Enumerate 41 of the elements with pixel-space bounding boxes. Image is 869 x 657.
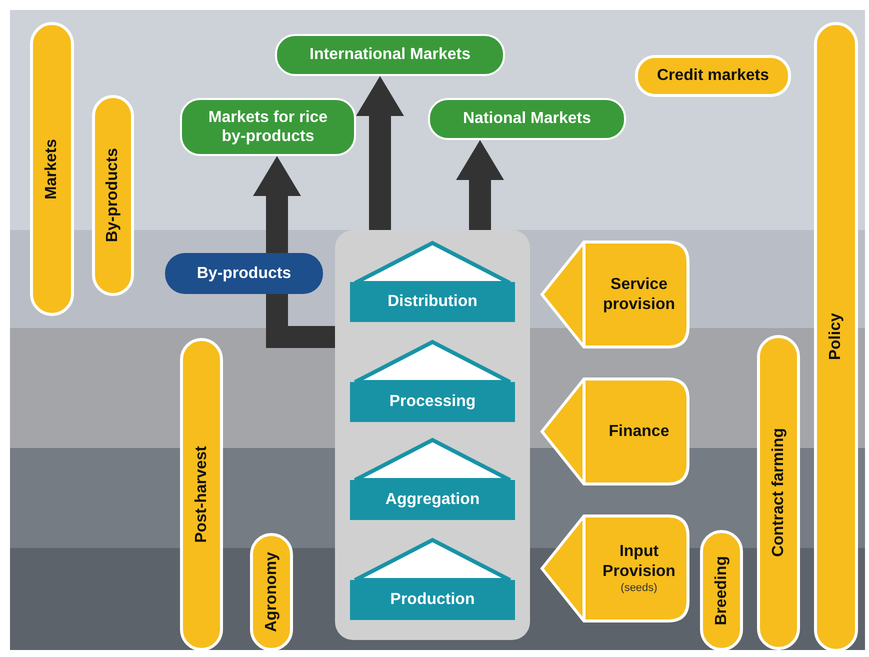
label-text: By-products [104,148,122,243]
markets-bar [30,22,74,316]
label-text: Policy [827,313,845,361]
label-text: Credit markets [656,67,770,85]
category-bar [180,338,223,651]
service-label: Input Provision [602,542,676,582]
label-text: Agronomy [262,552,280,632]
stage-house [350,240,515,322]
label-text: International Markets [310,45,470,65]
category-bar [814,22,858,652]
stage-house [350,339,515,422]
label-text: By-products [196,264,292,282]
category-bar [92,95,134,296]
label-text: Contract farming [770,428,788,557]
category-bar [250,533,293,651]
stage-house [350,437,515,520]
note-text: (seeds) [620,582,658,596]
label-text: Markets [43,138,61,200]
thick-arrow [456,140,504,230]
service-label: Service provision [602,274,676,314]
stage-label: Distribution [350,282,515,322]
by-products-pill [165,253,323,294]
category-pill [635,55,791,97]
thick-connector [266,294,335,348]
label-text: National Markets [462,109,592,129]
thick-arrow [356,76,404,230]
stage-house [350,537,515,620]
market-box [275,34,505,76]
market-box [428,98,626,140]
market-box [180,98,356,156]
stage-label: Production [350,580,515,620]
category-bar [700,530,743,651]
thick-arrow [253,156,301,253]
label-text: Markets for rice by-products [207,108,329,146]
value-chain-panel [335,230,530,640]
category-bar [757,335,800,650]
label-text: Breeding [712,556,730,626]
label-text: Post-harvest [192,446,210,543]
service-label: Finance [608,422,670,442]
stage-label: Processing [350,382,515,422]
stage-label: Aggregation [350,480,515,520]
